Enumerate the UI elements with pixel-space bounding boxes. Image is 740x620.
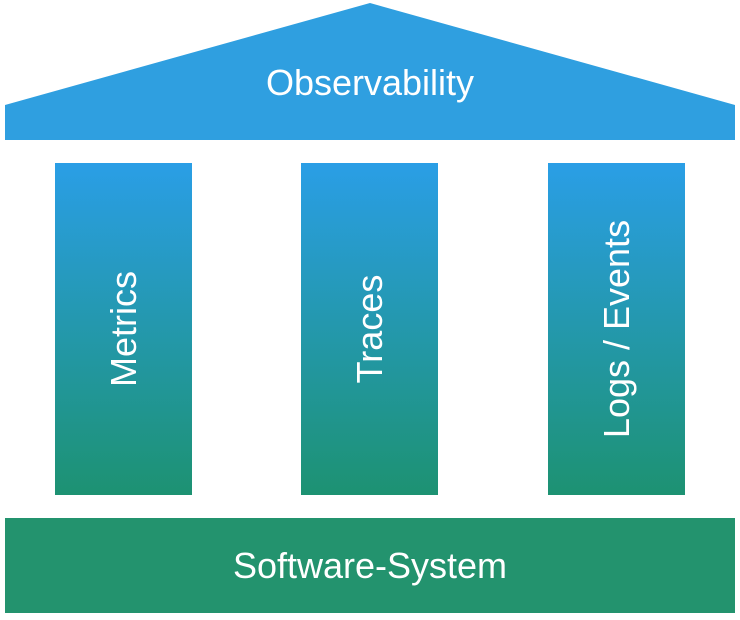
pillar-traces-column [301,163,438,495]
pillar-logs-events-label: Logs / Events [596,220,637,438]
pillar-traces: Traces [301,163,438,495]
pillar-traces-label: Traces [349,275,390,384]
roof-label: Observability [266,62,474,103]
roof: Observability [5,3,735,140]
pillar-logs-events-column [548,163,685,495]
roof-shape [5,3,735,140]
pillar-metrics-column [55,163,192,495]
base-shape [5,518,735,613]
base-label: Software-System [233,545,507,586]
pillar-metrics-label: Metrics [103,271,144,387]
pillar-logs-events: Logs / Events [548,163,685,495]
pillar-metrics: Metrics [55,163,192,495]
base: Software-System [5,518,735,613]
